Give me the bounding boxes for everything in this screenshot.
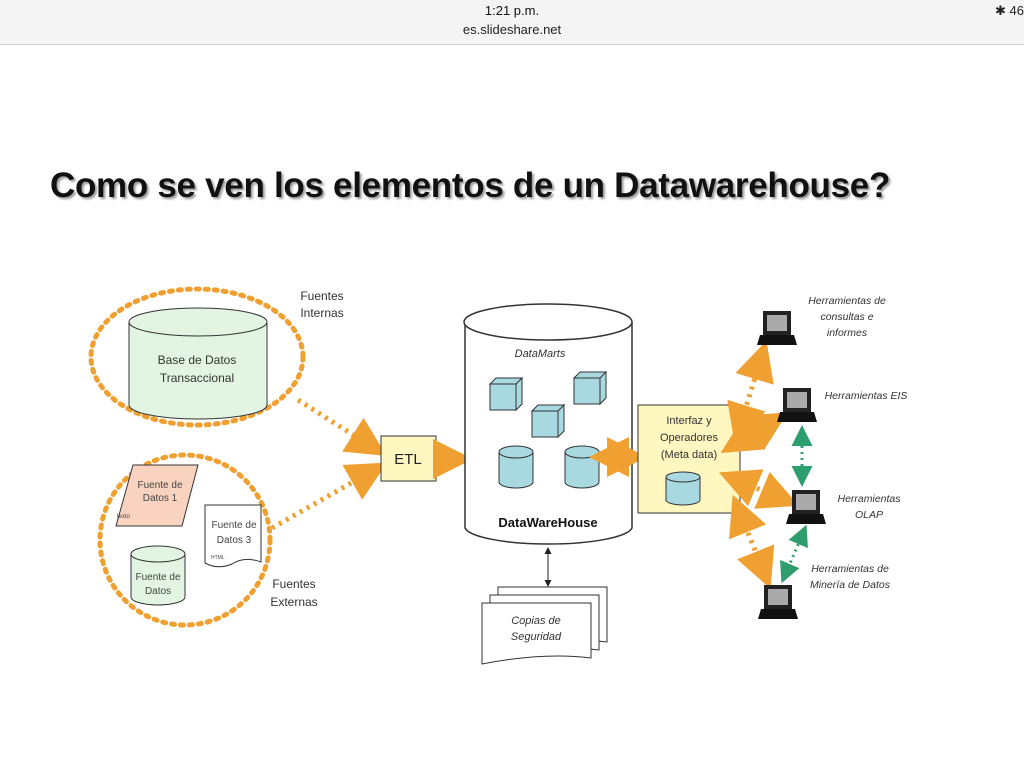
etl-label: ETL — [394, 451, 422, 468]
laptop-icon — [757, 311, 797, 345]
internal-sources-label: Fuentes — [300, 289, 343, 303]
backup-label: Copias de — [511, 615, 561, 627]
bluetooth-battery-status: ✱ 46 — [995, 3, 1024, 18]
arrow-external-etl — [270, 462, 388, 531]
source2-cylinder — [130, 545, 186, 606]
tool-mineria-label: Herramientas de — [811, 563, 889, 575]
laptop-icon — [786, 490, 826, 524]
datamart-cubes — [488, 370, 608, 439]
source1-label: Fuente de — [137, 480, 182, 491]
arrow-consultas — [727, 340, 774, 444]
source1-parallelogram — [115, 464, 199, 527]
source1-small: texto — [117, 514, 131, 520]
datamarts-label: DataMarts — [515, 348, 566, 360]
etl-box — [380, 435, 437, 482]
bluetooth-icon: ✱ — [995, 3, 1010, 18]
source3-document — [204, 504, 262, 568]
metadata-cylinder — [665, 471, 701, 506]
arrow-olap — [718, 469, 799, 509]
external-sources-label: Fuentes — [272, 577, 315, 591]
tool-eis-label: Herramientas EIS — [825, 390, 908, 402]
datawarehouse-label: DataWareHouse — [498, 515, 597, 530]
tool-consultas-label: Herramientas de — [808, 295, 886, 307]
source2-label-2: Datos — [145, 586, 171, 597]
tool-olap-label: Herramientas — [837, 493, 901, 505]
arrow-mineria — [729, 494, 775, 589]
interface-label: Interfaz y — [666, 415, 712, 427]
interface-label-3: (Meta data) — [661, 449, 717, 461]
arrow-eis — [720, 412, 788, 453]
arrow-olap-mineria — [780, 524, 808, 584]
source2-label: Fuente de — [135, 572, 180, 583]
db-label-2: Transaccional — [160, 371, 234, 385]
tool-consultas-label-2: consultas e — [820, 311, 873, 323]
laptop-icon — [758, 585, 798, 619]
transactional-db-cylinder — [128, 307, 268, 420]
external-sources-label-2: Externas — [270, 595, 317, 609]
slide-title: Como se ven los elementos de un Dataware… — [50, 166, 891, 205]
url-bar[interactable]: es.slideshare.net — [462, 22, 562, 37]
internal-sources-circle — [88, 286, 306, 428]
source1-label-2: Datos 1 — [143, 493, 178, 504]
internal-sources-label-2: Internas — [300, 306, 343, 320]
external-sources-circle — [97, 452, 273, 628]
clock: 1:21 p.m. — [484, 3, 540, 18]
browser-status-bar: 1:21 p.m. es.slideshare.net ✱ 46 — [0, 0, 1024, 45]
db-label: Base de Datos — [158, 353, 237, 367]
interface-label-2: Operadores — [660, 432, 719, 444]
arrow-internal-etl — [296, 397, 387, 457]
backup-documents — [481, 586, 608, 665]
laptop-icon — [777, 388, 817, 422]
source3-label: Fuente de — [211, 520, 256, 531]
tool-olap-label-2: OLAP — [855, 509, 883, 521]
tool-mineria-label-2: Minería de Datos — [810, 579, 891, 591]
source3-small: HTML — [211, 555, 225, 561]
backup-label-2: Seguridad — [511, 631, 562, 643]
source3-label-2: Datos 3 — [217, 535, 252, 546]
dw-db-cylinders — [498, 445, 600, 489]
tool-consultas-label-3: informes — [827, 327, 868, 339]
